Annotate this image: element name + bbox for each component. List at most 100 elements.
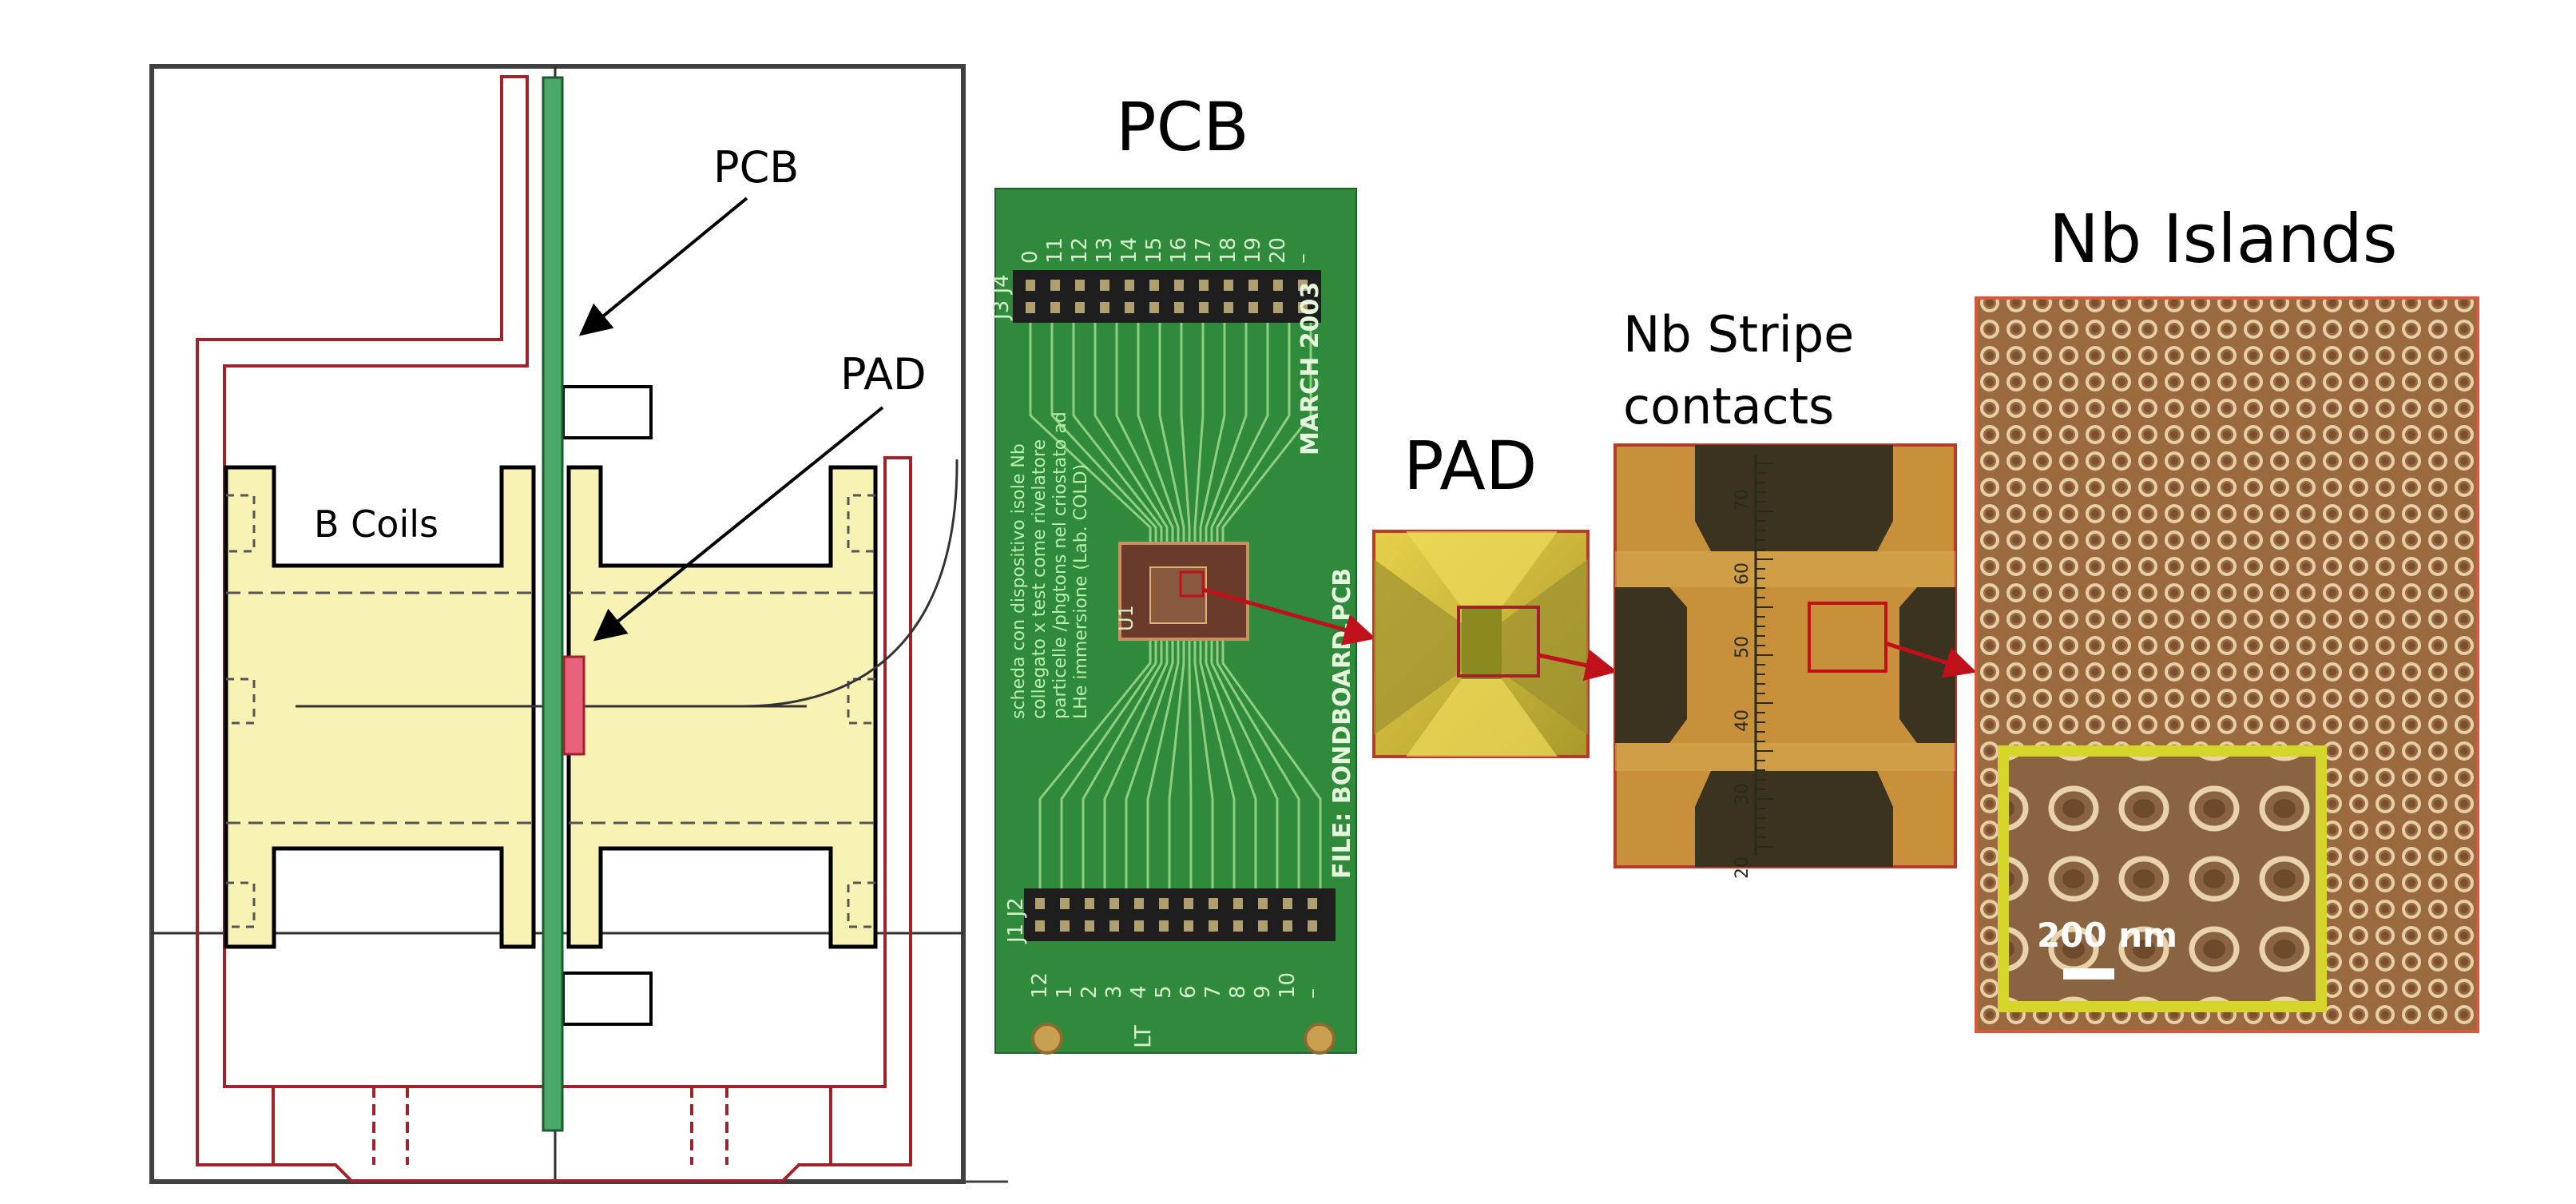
pcb-trace bbox=[1050, 323, 1157, 543]
scale-bar bbox=[2063, 968, 2114, 979]
bottom-pin-label: 2 bbox=[1078, 985, 1101, 999]
header-pin bbox=[1085, 920, 1094, 932]
header-pin bbox=[1258, 898, 1268, 909]
header-pin bbox=[1283, 920, 1292, 932]
pcb-bar bbox=[542, 76, 564, 1132]
ruler-label: 30 bbox=[1733, 783, 1752, 805]
sample-holder-housing bbox=[196, 75, 912, 1182]
ruler-label: 20 bbox=[1733, 856, 1752, 879]
header-pin bbox=[1085, 898, 1094, 909]
connector-bottom-label: J1 J2 bbox=[1004, 897, 1028, 944]
lower-clamp bbox=[562, 972, 653, 1026]
header-pin bbox=[1149, 302, 1159, 313]
stripe-title-line1: Nb Stripe bbox=[1623, 305, 1854, 364]
pcb-trace bbox=[1199, 323, 1226, 543]
header-pin bbox=[1174, 302, 1184, 313]
pcb-trace bbox=[1216, 639, 1300, 888]
pcb-trace bbox=[1193, 323, 1205, 543]
header-pin bbox=[1273, 302, 1283, 313]
pcb-trace bbox=[1146, 639, 1180, 888]
header-pin bbox=[1035, 898, 1045, 909]
header-pin bbox=[1273, 280, 1283, 291]
header-pin bbox=[1248, 280, 1258, 291]
pcb-note-line: particelle /phgtons nel criostato ad bbox=[1050, 411, 1070, 719]
pcb-trace bbox=[1094, 323, 1169, 543]
upper-clamp bbox=[562, 385, 653, 439]
header-pin bbox=[1125, 280, 1134, 291]
top-pin-label: 17 bbox=[1192, 237, 1216, 264]
bottom-pin-label: 8 bbox=[1226, 985, 1250, 999]
header-pin bbox=[1075, 302, 1085, 313]
pcb-trace bbox=[1072, 323, 1163, 543]
header-pin bbox=[1109, 898, 1119, 909]
top-pin-label: 12 bbox=[1068, 237, 1092, 264]
header-pin bbox=[1233, 920, 1243, 932]
header-pin bbox=[1308, 920, 1317, 932]
header-pin bbox=[1109, 920, 1119, 932]
bottom-pin-label: 12 bbox=[1028, 972, 1052, 999]
corner-label: LT bbox=[1129, 1024, 1156, 1048]
top-pin-label: 16 bbox=[1167, 237, 1191, 264]
top-pin-label: 19 bbox=[1241, 237, 1265, 264]
top-pin-label: 13 bbox=[1093, 237, 1117, 264]
pcb-note-line: scheda con dispositivo isole Nb bbox=[1009, 443, 1029, 719]
pcb-trace bbox=[1103, 639, 1169, 888]
bottom-pin-label: 6 bbox=[1177, 985, 1201, 999]
pcb-notes: scheda con dispositivo isole Nb collegat… bbox=[1009, 411, 1091, 719]
pcb-trace bbox=[1060, 639, 1157, 888]
pcb-trace bbox=[1125, 639, 1174, 888]
pcb-trace bbox=[1216, 323, 1291, 543]
header-pin bbox=[1075, 280, 1085, 291]
pcb-trace bbox=[1158, 323, 1185, 543]
bottom-pin-label: 3 bbox=[1102, 985, 1126, 999]
pcb-trace bbox=[1137, 323, 1180, 543]
ruler-label: 50 bbox=[1733, 636, 1752, 658]
pcb-trace bbox=[1193, 639, 1214, 888]
header-pin bbox=[1060, 898, 1070, 909]
pcb-trace bbox=[1168, 639, 1185, 888]
pcb-trace bbox=[1029, 323, 1152, 543]
date-label: MARCH 2003 bbox=[1296, 282, 1324, 455]
header-pin bbox=[1050, 302, 1060, 313]
file-label: FILE: BONDBOARD.PCB bbox=[1328, 568, 1356, 879]
header-pin bbox=[1050, 280, 1060, 291]
bottom-pin-label: 9 bbox=[1251, 985, 1275, 999]
pcb-trace bbox=[1115, 323, 1174, 543]
header-pin bbox=[1308, 898, 1317, 909]
bottom-pin-label: 1 bbox=[1053, 985, 1077, 999]
header-pin bbox=[1199, 280, 1209, 291]
header-pin bbox=[1298, 302, 1308, 313]
pcb-trace bbox=[1221, 639, 1322, 888]
header-pin bbox=[1184, 920, 1193, 932]
islands-title: Nb Islands bbox=[2049, 200, 2398, 278]
pad-photo: PAD bbox=[1372, 427, 1590, 758]
header-pin bbox=[1248, 302, 1258, 313]
header-pin bbox=[1298, 280, 1308, 291]
top-pin-label: 18 bbox=[1217, 237, 1240, 264]
top-pin-label: 11 bbox=[1043, 237, 1067, 264]
header-pin bbox=[1134, 898, 1144, 909]
header-pin bbox=[1283, 898, 1292, 909]
header-pin bbox=[1224, 280, 1233, 291]
pcb-trace bbox=[1180, 323, 1191, 543]
bottom-pin-label: – bbox=[1300, 988, 1324, 999]
ruler-label: 70 bbox=[1733, 489, 1752, 511]
header-pin bbox=[1174, 280, 1184, 291]
zoom-arrow-stripe-islands bbox=[1884, 641, 1977, 678]
pcb-arrow bbox=[578, 197, 748, 336]
bottom-pin-label: 10 bbox=[1276, 972, 1300, 999]
header-pin bbox=[1233, 898, 1243, 909]
pcb-trace bbox=[1210, 323, 1269, 543]
pad-label: PAD bbox=[840, 349, 927, 399]
zoom-arrow-pad-stripe bbox=[1538, 650, 1617, 681]
header-pin bbox=[1199, 302, 1209, 313]
pcb-trace bbox=[1038, 639, 1152, 888]
header-pin bbox=[1224, 302, 1233, 313]
pcb-trace bbox=[1210, 639, 1279, 888]
